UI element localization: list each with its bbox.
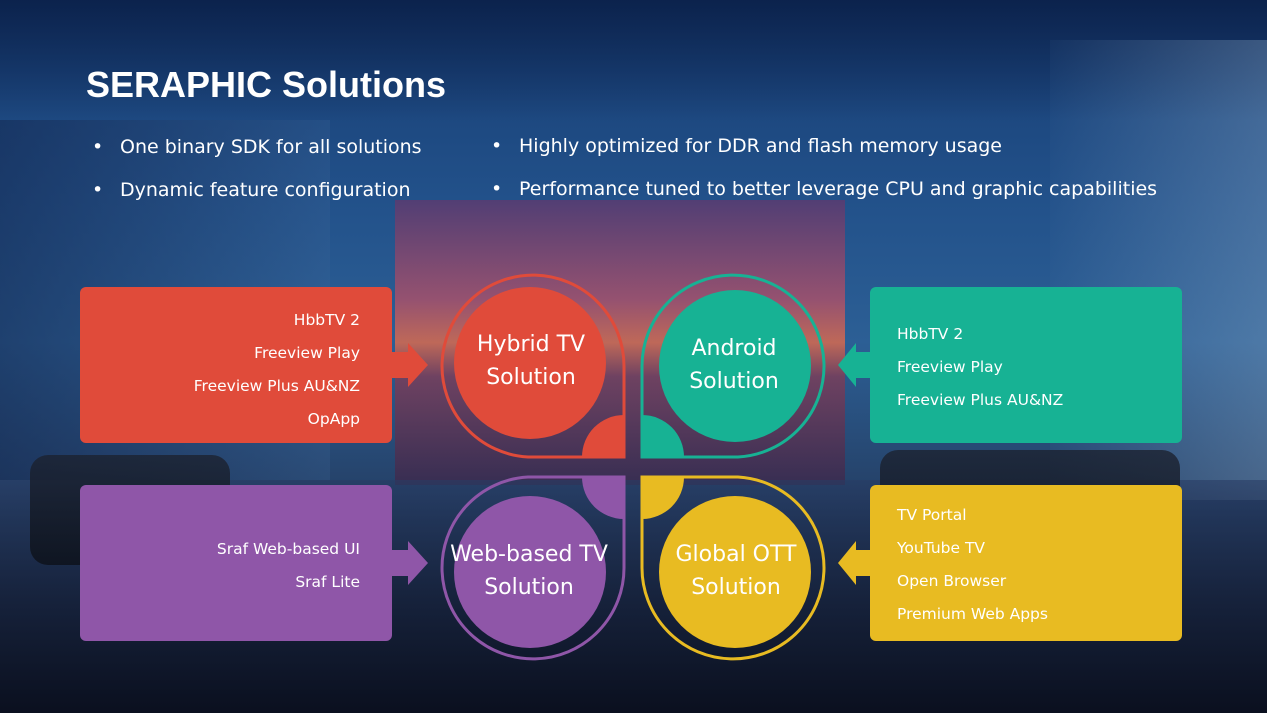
feature-item: YouTube TV xyxy=(897,539,986,557)
ott-ring xyxy=(640,475,826,661)
feature-item: Freeview Plus AU&NZ xyxy=(897,391,1064,409)
web-circle xyxy=(454,496,606,648)
bullet-item: Highly optimized for DDR and flash memor… xyxy=(487,133,1157,176)
web-feature-list: Sraf Web-based UI Sraf Lite xyxy=(217,533,360,599)
feature-item: Sraf Web-based UI xyxy=(216,540,360,558)
android-circle xyxy=(659,290,811,442)
bullet-item: Dynamic feature configuration xyxy=(88,177,422,220)
feature-item: Premium Web Apps xyxy=(897,605,1048,623)
ott-features-box: TV Portal YouTube TV Open Browser Premiu… xyxy=(870,485,1182,641)
android-ring xyxy=(640,273,826,459)
feature-item: Freeview Play xyxy=(254,344,360,362)
feature-item: HbbTV 2 xyxy=(897,325,964,343)
arrow-right-icon xyxy=(392,343,428,387)
web-corner-wedge xyxy=(582,477,624,519)
feature-item: Freeview Play xyxy=(897,358,1003,376)
bullet-list-left: One binary SDK for all solutions Dynamic… xyxy=(88,134,422,220)
ott-corner-wedge xyxy=(642,477,684,519)
web-solution-label: Web-based TV Solution xyxy=(450,542,608,600)
ott-solution-label: Global OTT Solution xyxy=(675,542,797,600)
hybrid-features-box: HbbTV 2 Freeview Play Freeview Plus AU&N… xyxy=(80,287,392,443)
ott-circle xyxy=(659,496,811,648)
ott-feature-list: TV Portal YouTube TV Open Browser Premiu… xyxy=(897,499,1048,631)
android-corner-wedge xyxy=(642,415,684,457)
hybrid-solution-label: Hybrid TV Solution xyxy=(476,332,586,390)
arrow-left-icon xyxy=(838,343,870,387)
bullet-item: Performance tuned to better leverage CPU… xyxy=(487,176,1157,219)
feature-item: Open Browser xyxy=(897,572,1007,590)
web-ring xyxy=(440,475,626,661)
web-features-box: Sraf Web-based UI Sraf Lite xyxy=(80,485,392,641)
hybrid-circle xyxy=(454,287,606,439)
arrow-left-icon xyxy=(838,541,870,585)
feature-item: TV Portal xyxy=(897,506,967,524)
feature-item: Freeview Plus AU&NZ xyxy=(193,377,360,395)
hybrid-feature-list: HbbTV 2 Freeview Play Freeview Plus AU&N… xyxy=(194,304,360,436)
bullet-item: One binary SDK for all solutions xyxy=(88,134,422,177)
android-features-box: HbbTV 2 Freeview Play Freeview Plus AU&N… xyxy=(870,287,1182,443)
arrow-right-icon xyxy=(392,541,428,585)
bullet-list-right: Highly optimized for DDR and flash memor… xyxy=(487,133,1157,219)
feature-item: Sraf Lite xyxy=(295,573,360,591)
feature-item: OpApp xyxy=(307,410,360,428)
feature-item: HbbTV 2 xyxy=(293,311,360,329)
android-feature-list: HbbTV 2 Freeview Play Freeview Plus AU&N… xyxy=(897,318,1063,417)
slide-title: SERAPHIC Solutions xyxy=(86,64,447,105)
hybrid-ring xyxy=(440,273,626,459)
background-ceiling xyxy=(0,0,1267,120)
android-solution-label: Android Solution xyxy=(689,336,779,394)
hybrid-corner-wedge xyxy=(582,415,624,457)
